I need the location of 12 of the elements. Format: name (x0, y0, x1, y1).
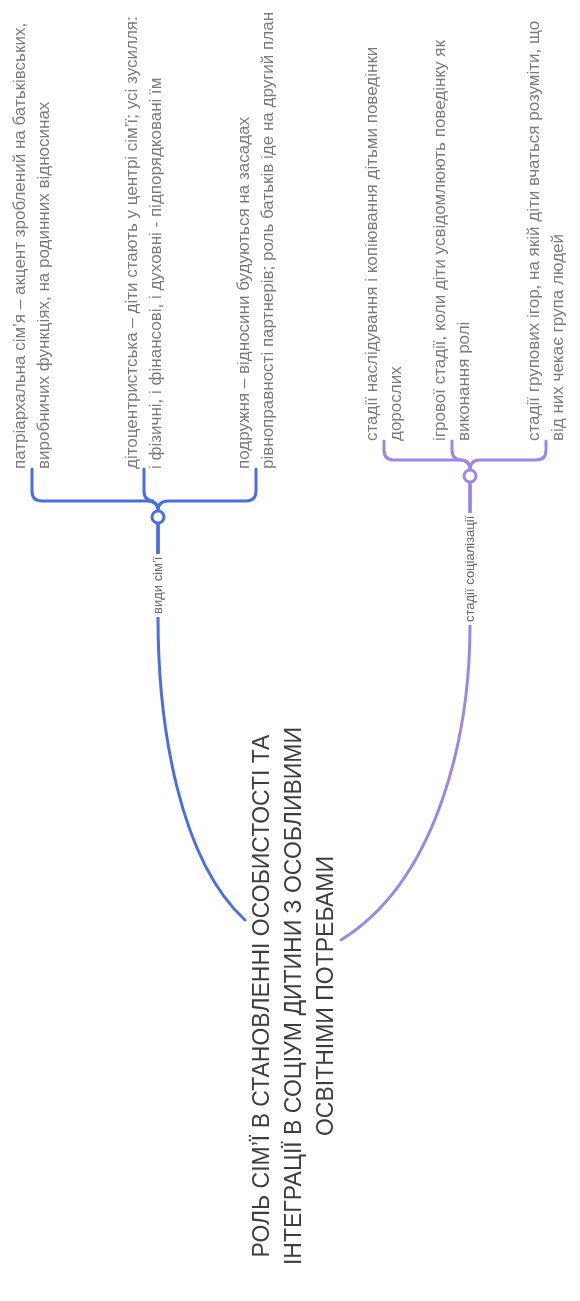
topic-text: подружня – відносини будуються на засадах рівноправності партнерів; роль батьків іде на другий план (232, 9, 280, 469)
curved-connector (156, 615, 247, 922)
topic-text: дітоцентристська – діти стають у центрі сім’ї; усі зусилля: і фізичні, і фінансові, і духовні - підпорядковані їм (120, 9, 168, 469)
branch-label: види сім’ї (150, 553, 166, 617)
topic-text: стадії наслідування і копіювання дітьми поведінки дорослих (360, 8, 408, 441)
topic-text: стадії групових ігор, на якій діти вчаться розуміти, що від них чекає група людей (522, 8, 570, 441)
topic-text: патріархальна сім’я – акцент зроблений на батьківських, виробничих функціях, на родинних відносинах (8, 9, 56, 469)
topic-text: ігрової стадії, коли діти усвідомлюють поведінку як виконання ролі (428, 8, 476, 441)
central-topic: РОЛЬ СІМ’Ї В СТАНОВЛЕННІ ОСОБИСТОСТІ ТА ІНТЕГРАЦІЇ В СОЦІУМ ДИТИНИ З ОСОБЛИВИМИ ОСВІТНІМИ ПОТРЕБАМИ (245, 696, 341, 1296)
curved-connector (339, 623, 472, 942)
brace-connector (156, 467, 258, 556)
branch-label: стадії соціалізації (462, 512, 478, 625)
